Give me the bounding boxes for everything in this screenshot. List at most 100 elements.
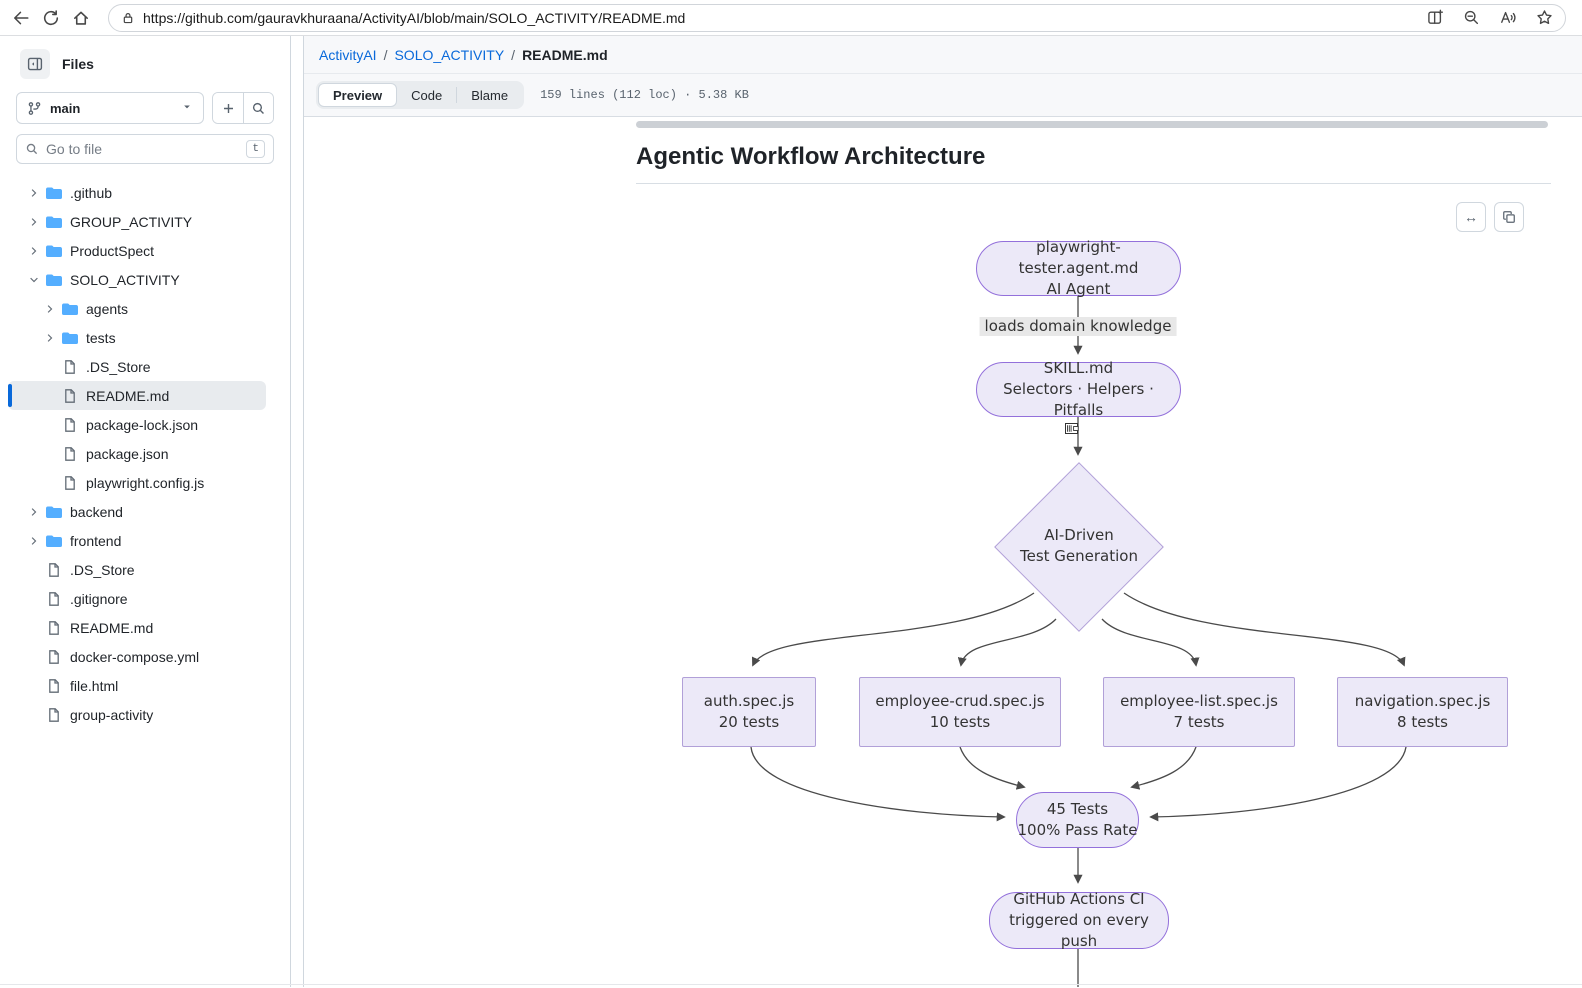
tree-item-playwright.config.js[interactable]: playwright.config.js — [8, 468, 266, 497]
tree-item-package-lock.json[interactable]: package-lock.json — [8, 410, 266, 439]
tree-item-label: README.md — [70, 619, 154, 636]
folder-icon — [46, 272, 62, 288]
tree-item-label: playwright.config.js — [86, 474, 205, 491]
file-icon — [46, 707, 62, 723]
refresh-icon[interactable] — [36, 3, 66, 33]
tree-item-tests[interactable]: tests — [8, 323, 266, 352]
tab-blame[interactable]: Blame — [471, 87, 509, 103]
tab-code[interactable]: Code — [411, 87, 443, 103]
file-icon — [46, 591, 62, 607]
tree-item-label: tests — [86, 329, 116, 346]
file-icon — [46, 620, 62, 636]
back-icon[interactable] — [6, 3, 36, 33]
split-screen-icon[interactable] — [1427, 9, 1444, 26]
tree-item-ProductSpect[interactable]: ProductSpect — [8, 236, 266, 265]
tree-item-package.json[interactable]: package.json — [8, 439, 266, 468]
tree-item-label: frontend — [70, 532, 122, 549]
expand-diagram-button[interactable]: ↔ — [1456, 202, 1486, 232]
tree-item-label: GROUP_ACTIVITY — [70, 213, 193, 230]
tree-item-.gitignore[interactable]: .gitignore — [8, 584, 266, 613]
collapse-sidebar-button[interactable] — [20, 49, 50, 79]
tree-item-label: agents — [86, 300, 129, 317]
search-tree-button[interactable] — [243, 93, 273, 123]
chevron-right-icon — [44, 330, 56, 346]
tree-item-.DS_Store[interactable]: .DS_Store — [8, 352, 266, 381]
horizontal-scrollbar-thumb[interactable] — [636, 121, 1548, 128]
tree-item-label: SOLO_ACTIVITY — [70, 271, 180, 288]
go-to-file-input[interactable]: Go to file t — [16, 134, 274, 164]
tree-item-label: .DS_Store — [86, 358, 151, 375]
node-skill-md: SKILL.md Selectors · Helpers · Pitfalls — [976, 359, 1181, 419]
favorite-star-icon[interactable] — [1536, 9, 1553, 26]
viewport-bottom-edge — [0, 984, 1582, 985]
file-icon — [46, 562, 62, 578]
tree-item-.DS_Store[interactable]: .DS_Store — [8, 555, 266, 584]
folder-icon — [62, 301, 78, 317]
node-navigation-spec: navigation.spec.js 8 tests — [1337, 677, 1508, 747]
search-icon — [26, 143, 38, 155]
folder-icon — [46, 214, 62, 230]
file-icon — [62, 417, 78, 433]
tab-preview[interactable]: Preview — [318, 83, 398, 107]
tree-item-docker-compose.yml[interactable]: docker-compose.yml — [8, 642, 266, 671]
unrendered-emoji-glyph — [1065, 420, 1082, 439]
copy-icon — [1503, 211, 1515, 223]
tree-item-GROUP_ACTIVITY[interactable]: GROUP_ACTIVITY — [8, 207, 266, 236]
file-icon — [62, 359, 78, 375]
chevron-right-icon — [28, 533, 40, 549]
add-file-button[interactable] — [213, 93, 243, 123]
files-sidebar: Files main Go to file — [0, 36, 291, 987]
tree-item-frontend[interactable]: frontend — [8, 526, 266, 555]
sidebar-resizer[interactable] — [291, 36, 304, 987]
folder-icon — [62, 330, 78, 346]
view-tabs: Preview Code Blame — [316, 81, 525, 109]
chevron-down-icon — [28, 272, 40, 288]
tree-item-agents[interactable]: agents — [8, 294, 266, 323]
branch-selector[interactable]: main — [16, 92, 204, 124]
chevron-right-icon — [28, 243, 40, 259]
tree-item-group-activity[interactable]: group-activity — [8, 700, 266, 729]
breadcrumb-current-file: README.md — [522, 46, 608, 63]
folder-icon — [46, 533, 62, 549]
chevron-right-icon — [44, 301, 56, 317]
tree-item-backend[interactable]: backend — [8, 497, 266, 526]
file-icon — [62, 388, 78, 404]
zoom-out-icon[interactable] — [1463, 9, 1480, 26]
chevron-right-icon — [28, 214, 40, 230]
go-to-file-placeholder: Go to file — [46, 141, 103, 157]
read-aloud-icon[interactable] — [1499, 9, 1517, 26]
file-icon — [62, 446, 78, 462]
tree-item-SOLO_ACTIVITY[interactable]: SOLO_ACTIVITY — [8, 265, 266, 294]
tree-item-file.html[interactable]: file.html — [8, 671, 266, 700]
markdown-heading: Agentic Workflow Architecture — [636, 143, 1551, 184]
tree-item-label: .github — [70, 184, 113, 201]
address-bar[interactable]: https://github.com/gauravkhuraana/Activi… — [108, 3, 1566, 32]
lock-icon — [123, 12, 133, 23]
file-view-toolbar: Preview Code Blame 159 lines (112 loc) ·… — [304, 74, 1582, 117]
files-panel-title: Files — [62, 56, 94, 72]
breadcrumb-repo-link[interactable]: ActivityAI — [319, 46, 377, 63]
node-ai-agent: playwright-tester.agent.md AI Agent — [976, 238, 1181, 298]
home-icon[interactable] — [66, 3, 96, 33]
tree-item-label: package-lock.json — [86, 416, 199, 433]
tree-item-README.md[interactable]: README.md — [8, 613, 266, 642]
url-text[interactable]: https://github.com/gauravkhuraana/Activi… — [143, 9, 686, 26]
tree-item-README.md[interactable]: README.md — [8, 381, 266, 410]
node-github-actions-ci: GitHub Actions CI triggered on every pus… — [989, 890, 1169, 950]
folder-icon — [46, 185, 62, 201]
mermaid-flowchart: playwright-tester.agent.md AI Agent load… — [636, 195, 1551, 987]
breadcrumb-folder-link[interactable]: SOLO_ACTIVITY — [394, 46, 505, 63]
copy-code-button[interactable] — [1494, 202, 1524, 232]
node-auth-spec: auth.spec.js 20 tests — [682, 677, 816, 747]
readme-preview: Agentic Workflow Architecture ↔ — [304, 117, 1582, 987]
node-employee-crud-spec: employee-crud.spec.js 10 tests — [859, 677, 1061, 747]
file-meta-info: 159 lines (112 loc) · 5.38 KB — [540, 88, 749, 102]
tree-item-label: docker-compose.yml — [70, 648, 200, 665]
file-icon — [62, 475, 78, 491]
tree-item-.github[interactable]: .github — [8, 178, 266, 207]
file-icon — [46, 649, 62, 665]
tree-item-label: .gitignore — [70, 590, 128, 607]
branch-name: main — [50, 100, 81, 116]
tree-item-label: group-activity — [70, 706, 154, 723]
